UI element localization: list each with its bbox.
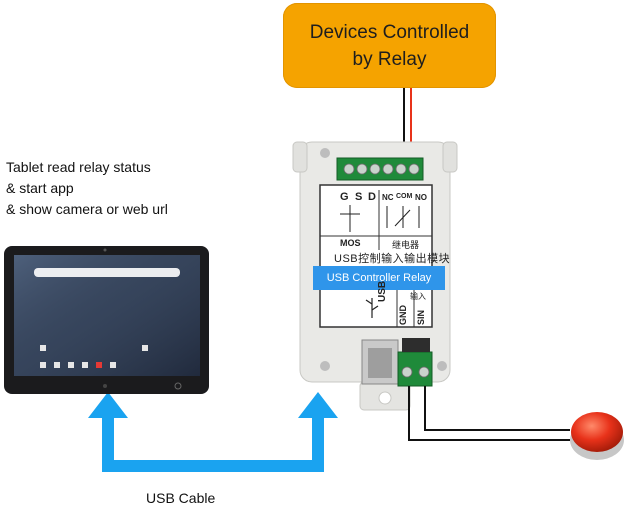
mos-label: MOS	[340, 238, 361, 248]
module-title-cn: USB控制输入输出模块	[334, 253, 451, 265]
relay-module	[292, 141, 458, 411]
terminal-g: G	[340, 191, 349, 203]
usb-controller-relay-label: USB Controller Relay	[313, 266, 445, 290]
red-push-button-icon	[570, 412, 624, 460]
relay-cn-label: 继电器	[392, 240, 420, 250]
terminal-nc: NC	[382, 193, 394, 202]
usb-cable-arrow	[102, 412, 324, 472]
terminal-com: COM	[396, 193, 413, 200]
devices-controlled-box: Devices Controlled by Relay	[283, 3, 496, 88]
tablet-description: Tablet read relay status & start app & s…	[6, 157, 168, 220]
usb-cable-label: USB Cable	[146, 490, 216, 506]
terminal-d: D	[368, 191, 376, 203]
arrow-head-left	[88, 392, 128, 418]
sin-text: SIN	[416, 309, 426, 325]
devices-box-line1: Devices Controlled	[309, 21, 470, 43]
gnd-text: GND	[398, 305, 408, 325]
input-cn-label: 输入	[410, 292, 426, 301]
terminal-s: S	[355, 191, 363, 203]
usb-symbol-icon	[365, 298, 379, 318]
tablet-description-line: & show camera or web url	[6, 201, 168, 217]
tablet-description-line: Tablet read relay status	[6, 159, 151, 175]
terminal-no: NO	[415, 193, 427, 202]
tablet-description-line: & start app	[6, 180, 74, 196]
devices-box-line2: by Relay	[352, 48, 427, 70]
wire-input-2	[424, 386, 570, 431]
usb-text: USB	[377, 280, 388, 302]
arrow-head-right	[298, 392, 338, 418]
wire-input-1	[408, 386, 570, 441]
android-tablet-icon	[4, 246, 209, 394]
